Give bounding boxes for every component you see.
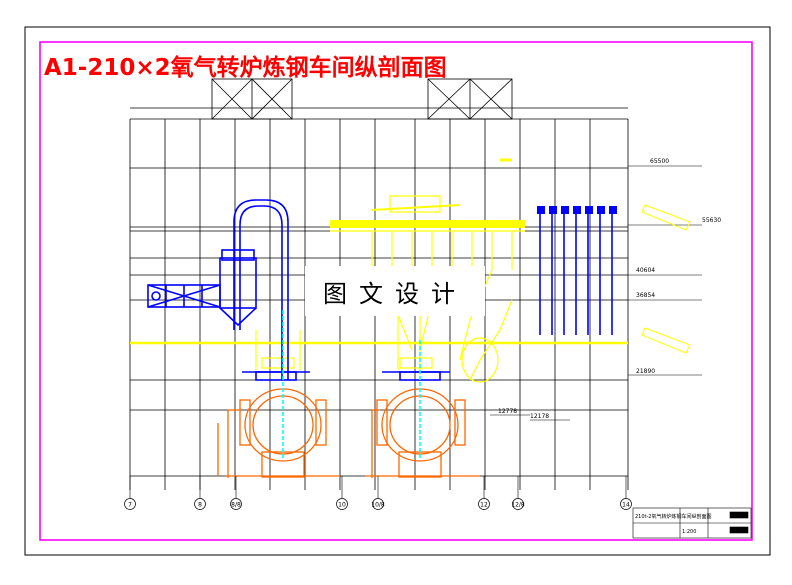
title-block <box>632 507 752 539</box>
converter-left <box>217 388 340 478</box>
gas-cleaning-system <box>147 199 613 381</box>
column-axis-group: 7 8 8/8 10 10/8 12 12/8 14 <box>124 476 632 510</box>
elevation-65500: 65500 <box>650 158 669 165</box>
drawing-border <box>39 41 753 541</box>
title-block-scale: 1:200 <box>682 529 696 535</box>
axis-bubble <box>336 498 348 510</box>
roof-monitor-right <box>427 78 513 120</box>
oxygen-lances <box>282 310 421 460</box>
axis-bubble <box>124 498 136 510</box>
axis-label: 8 <box>198 502 202 509</box>
charging-system <box>130 158 691 383</box>
axis-label: 12/8 <box>511 502 525 509</box>
drawing-title: A1-210×2氧气转炉炼钢车间纵剖面图 <box>44 55 447 81</box>
elevation-40604: 40604 <box>636 267 655 274</box>
axis-label: 14 <box>622 502 630 509</box>
title-block-name: 210t-2氧气转炉炼钢车间纵剖面图 <box>635 513 712 520</box>
roof-monitor-left <box>211 78 293 120</box>
axis-label: 10 <box>338 502 346 509</box>
converter-right <box>365 388 480 478</box>
axis-label: 12 <box>480 502 488 509</box>
axis-bubble <box>372 498 384 510</box>
axis-bubble <box>194 498 206 510</box>
blue-heads <box>537 206 617 214</box>
building-columns <box>129 119 629 490</box>
elevation-21890: 21890 <box>636 368 655 375</box>
elevation-36854: 36854 <box>636 292 655 299</box>
outer-frame <box>24 26 771 556</box>
elevation-12778: 12778 <box>498 408 517 415</box>
axis-label: 7 <box>128 502 132 509</box>
axis-label: 10/8 <box>371 502 385 509</box>
elevation-55630: 55630 <box>702 217 721 224</box>
axis-bubble <box>230 498 242 510</box>
axis-bubble <box>620 498 632 510</box>
axis-bubble <box>478 498 490 510</box>
axis-bubble <box>512 498 524 510</box>
elevation-markers <box>490 165 702 421</box>
axis-label: 8/8 <box>231 502 241 509</box>
watermark: 图文设计 <box>305 266 485 316</box>
elevation-12178: 12178 <box>530 413 549 420</box>
